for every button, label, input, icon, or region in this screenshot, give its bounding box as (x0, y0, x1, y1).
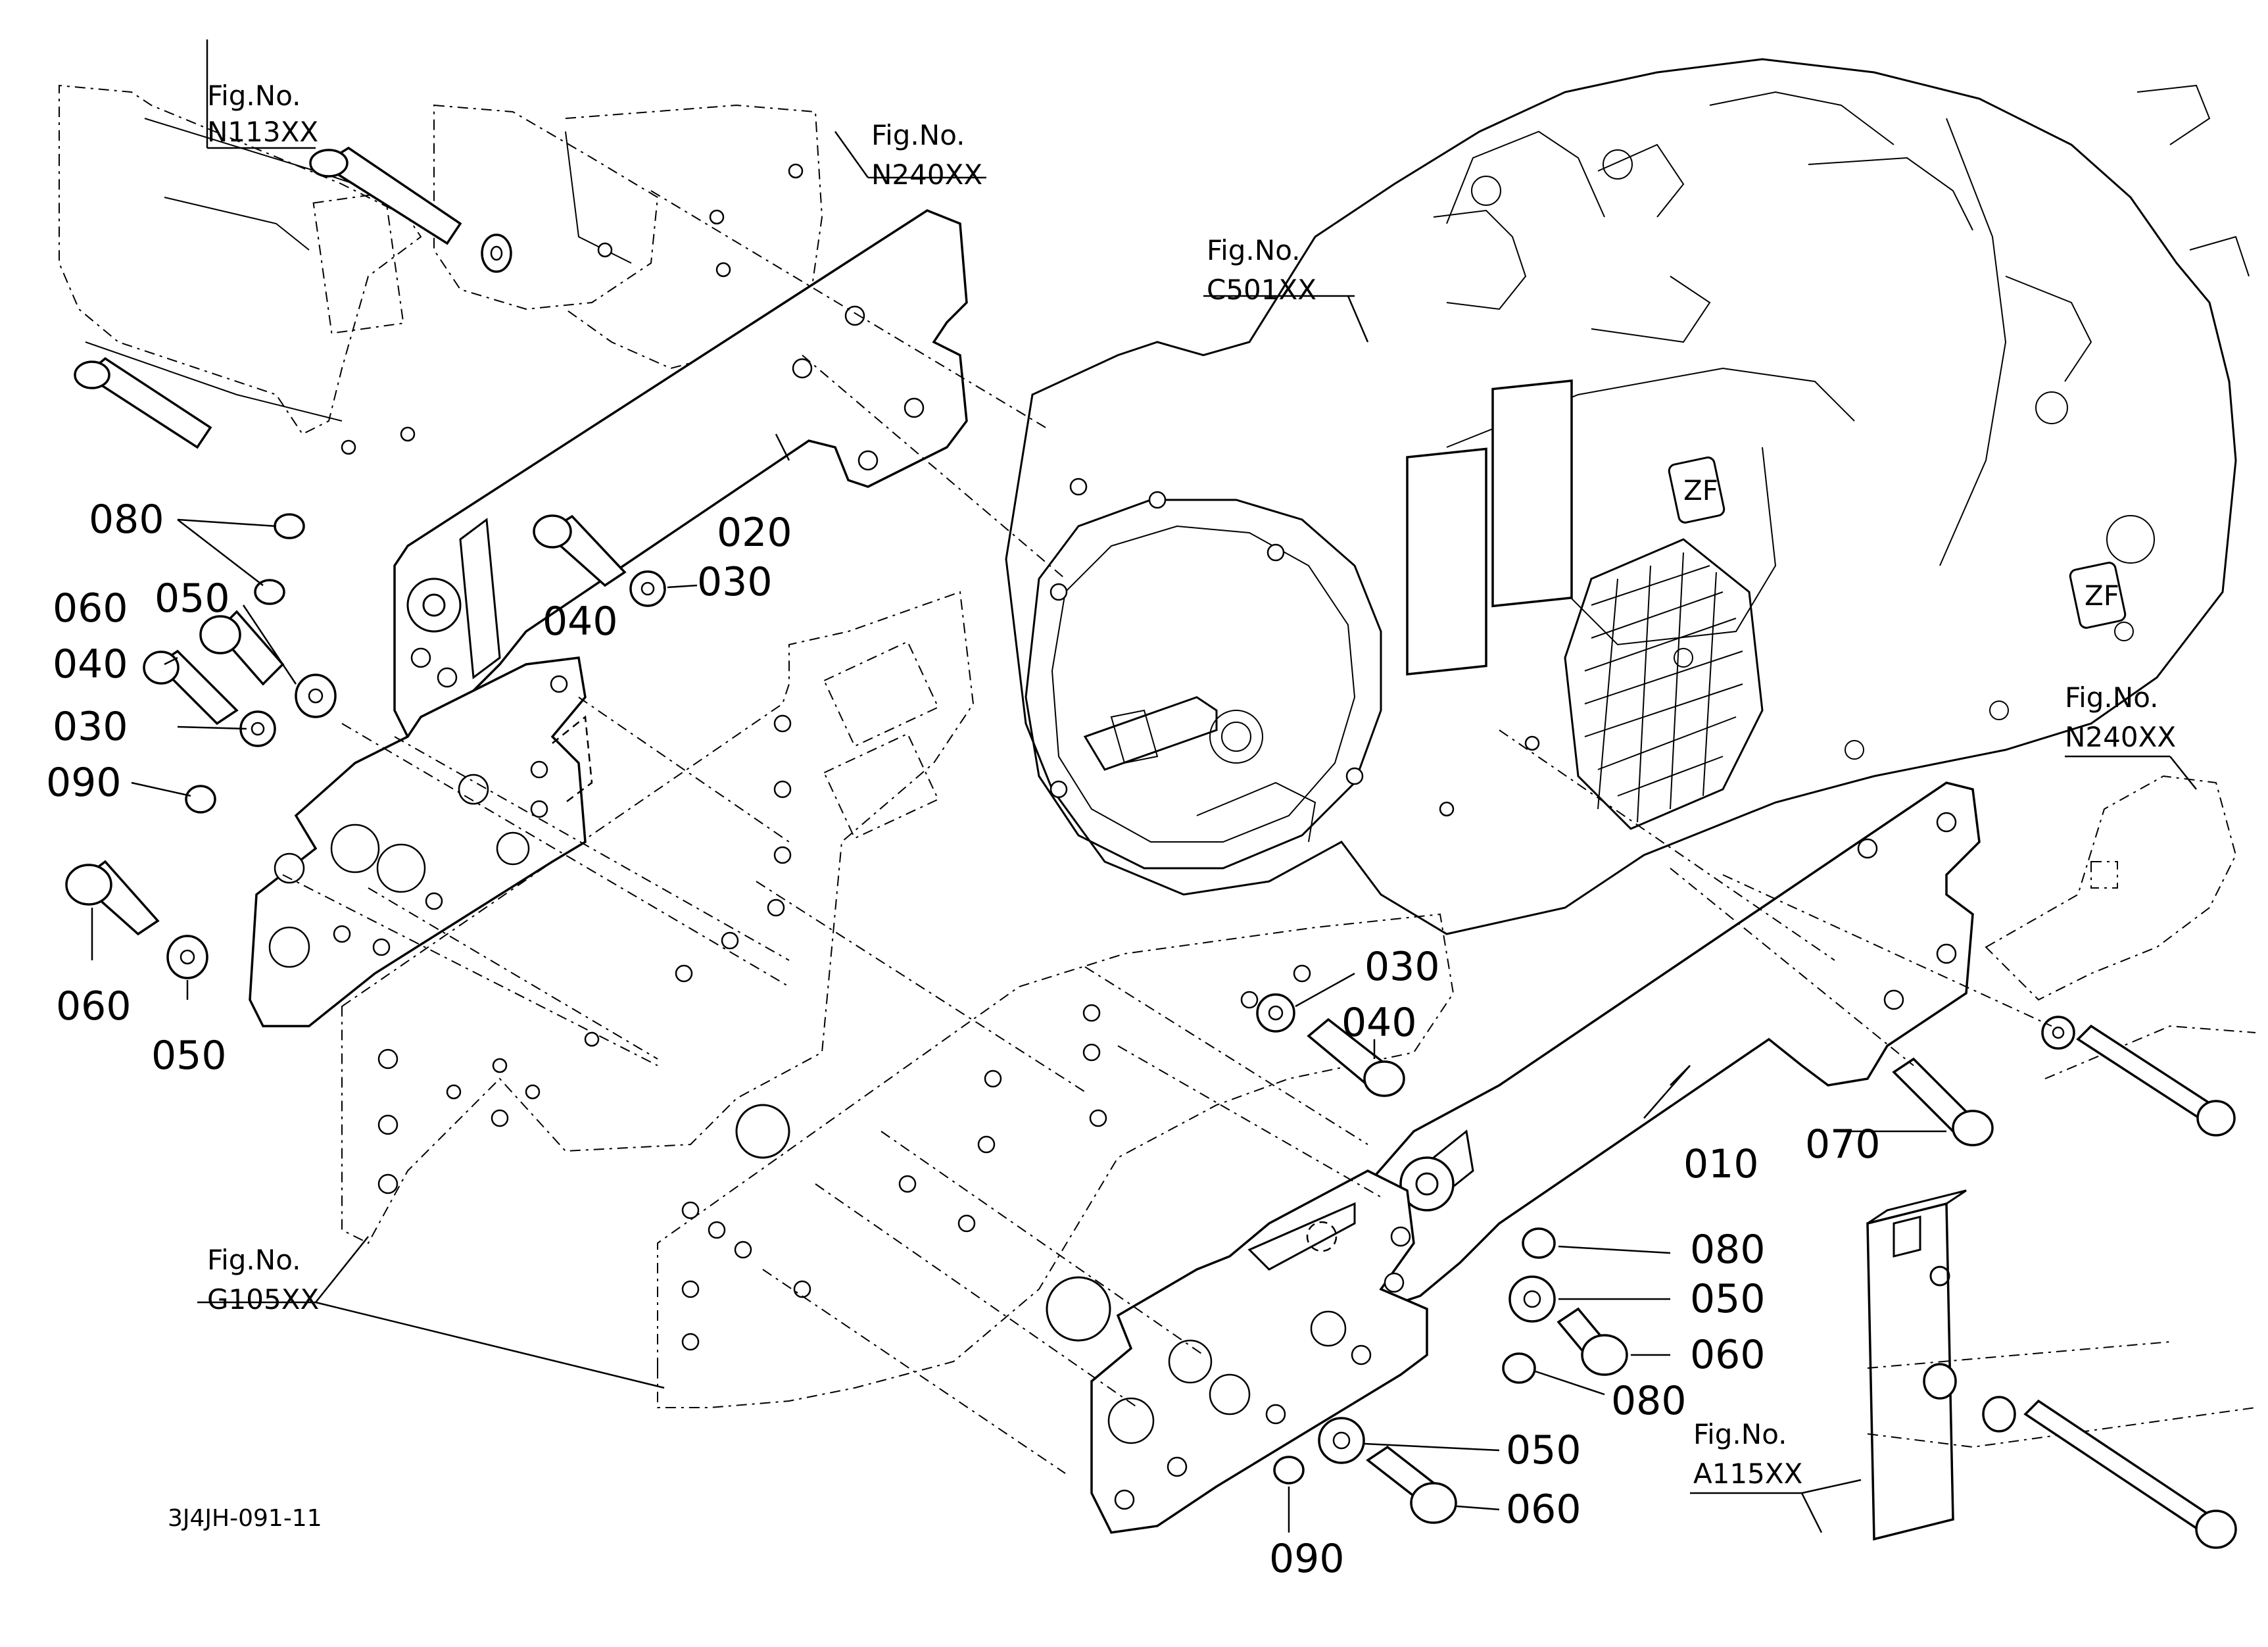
bolt-060 (1556, 1307, 1628, 1376)
figure-ref-line1: Fig.No. (1207, 234, 1301, 266)
reference-frame-top-left (59, 84, 823, 455)
washer-050 (1508, 1275, 1556, 1323)
part-label-050: 050 (155, 576, 230, 622)
bolt (309, 146, 462, 245)
transmission-housing: ZF ZF (1005, 58, 2250, 935)
part-label-070: 070 (1805, 1121, 1881, 1168)
figure-ref-line1: Fig.No. (1693, 1418, 1787, 1450)
spacer-080 (1502, 1352, 1536, 1384)
part-label-020: 020 (717, 510, 792, 556)
part-label-090: 090 (46, 760, 122, 806)
bracket-020 (393, 209, 968, 739)
part-label-060: 060 (1690, 1332, 1766, 1378)
part-label-040: 040 (1341, 1000, 1417, 1046)
part-label-090: 090 (1269, 1536, 1345, 1582)
figure-ref-line2: N113XX (207, 116, 318, 148)
washer-050 (295, 674, 337, 718)
part-label-080: 080 (89, 497, 164, 543)
svg-text:ZF: ZF (2085, 579, 2119, 612)
figure-ref-line2: N240XX (2065, 721, 2176, 753)
reference-frame-g105 (341, 591, 1455, 1408)
fasteners (65, 146, 2237, 1549)
document-code: 3J4JH-091-11 (168, 1505, 322, 1532)
figure-ref-line1: Fig.No. (871, 119, 965, 151)
part-number-labels: 080 050 060 040 030 090 060 050 040 030 … (46, 497, 1881, 1582)
nut-090 (1273, 1456, 1305, 1485)
spacer-080 (1522, 1227, 1556, 1259)
spacer-080 (254, 579, 285, 605)
figure-ref-line2: C501XX (1207, 274, 1316, 306)
figure-ref-line2: A115XX (1693, 1458, 1802, 1490)
part-label-050: 050 (151, 1033, 227, 1079)
front-frame-plate-g105 (377, 714, 1311, 1351)
alignment-lines (282, 190, 2052, 1474)
front-plate-right (1090, 1169, 1428, 1534)
part-label-050: 050 (1506, 1427, 1581, 1473)
washer (481, 234, 512, 273)
washer-050 (166, 935, 208, 979)
figure-ref-g105: Fig.No. G105XX (207, 1244, 319, 1315)
washer-030 (1256, 993, 1295, 1033)
bolt-060 (199, 610, 285, 686)
nut-090 (185, 785, 216, 814)
washer (1923, 1363, 1957, 1400)
figure-ref-line1: Fig.No. (2065, 681, 2159, 714)
washer-050 (1318, 1417, 1365, 1464)
part-label-030: 030 (1364, 944, 1440, 990)
reference-frame-right (1985, 775, 2256, 1079)
bolt (74, 356, 212, 449)
part-label-060: 060 (56, 983, 132, 1029)
part-label-040: 040 (53, 641, 128, 687)
figure-ref-a115: Fig.No. A115XX (1693, 1418, 1802, 1490)
leader-lines (91, 39, 2197, 1533)
figure-ref-n240-right: Fig.No. N240XX (2065, 681, 2176, 753)
bolt-040 (533, 514, 627, 587)
bolt-040 (1307, 1018, 1405, 1097)
bolt (2023, 1399, 2237, 1549)
bolt-060 (65, 860, 160, 936)
part-label-080: 080 (1611, 1378, 1687, 1424)
washer (1982, 1396, 2016, 1433)
part-label-080: 080 (1690, 1227, 1766, 1273)
bolt (2076, 1024, 2236, 1137)
figure-ref-c501: Fig.No. C501XX (1207, 234, 1316, 306)
bolt-040 (143, 649, 239, 725)
inspection-grid-panel (1564, 538, 1764, 830)
bracket-010 (1366, 781, 1981, 1311)
bolt-070 (1892, 1057, 1994, 1146)
zf-logo: ZF (2069, 562, 2127, 629)
frame-member-a115 (1866, 1189, 2256, 1541)
figure-ref-line2: G105XX (207, 1283, 319, 1315)
washer (2041, 1016, 2075, 1050)
figure-ref-n240-top: Fig.No. N240XX (871, 119, 982, 191)
bolt-060 (1366, 1445, 1457, 1524)
part-label-010: 010 (1683, 1141, 1759, 1187)
figure-ref-line2: N240XX (871, 159, 982, 191)
part-label-040: 040 (543, 599, 618, 645)
part-label-060: 060 (1506, 1487, 1581, 1533)
svg-text:ZF: ZF (1683, 474, 1718, 506)
figure-ref-line1: Fig.No. (207, 1244, 301, 1276)
front-plate-left (249, 656, 593, 1027)
zf-logo: ZF (1668, 456, 1725, 524)
figure-ref-n113: Fig.No. N113XX (207, 80, 318, 148)
washer-030 (629, 570, 666, 607)
part-label-030: 030 (697, 559, 773, 605)
part-label-060: 060 (53, 585, 128, 631)
part-label-050: 050 (1690, 1276, 1766, 1322)
figure-ref-line1: Fig.No. (207, 80, 301, 112)
spacer-080 (274, 513, 305, 539)
part-label-030: 030 (53, 704, 128, 750)
